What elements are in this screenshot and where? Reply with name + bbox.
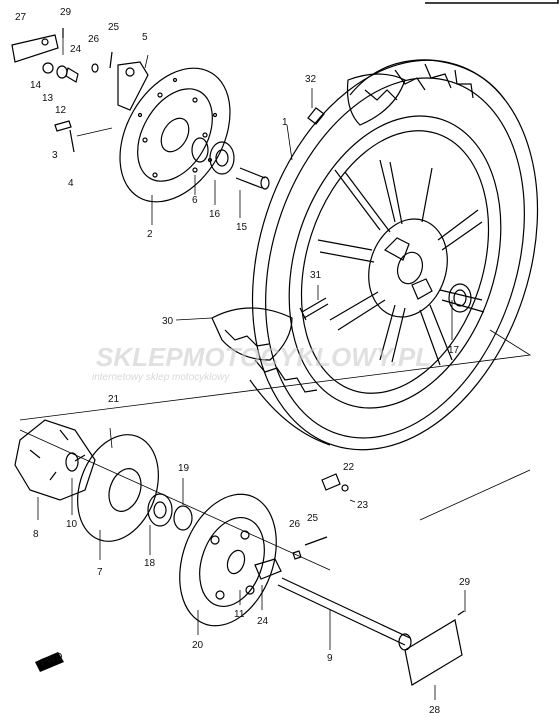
cush-drive-dampers	[14, 419, 96, 501]
rim-inner	[300, 130, 490, 394]
part-labels: 27 29 25 26 24 5 14 13 12 3 4 2 6 16 15 …	[15, 7, 471, 716]
part-label-1: 1	[282, 117, 288, 128]
part-label-18: 18	[144, 558, 156, 569]
wheel-bearing-right	[448, 283, 472, 313]
frame-corner	[425, 0, 559, 4]
bracket-plate	[11, 34, 59, 63]
rear-wheel-assembly	[211, 59, 539, 451]
part-label-13: 13	[42, 93, 54, 104]
rear-sprocket	[179, 493, 277, 627]
sprocket-carrier	[65, 434, 159, 542]
part-label-15: 15	[236, 222, 248, 233]
part-label-8: 8	[33, 529, 39, 540]
part-label-28: 28	[429, 705, 441, 716]
part-label-17: 17	[448, 345, 460, 356]
part-label-26-bottom: 26	[289, 519, 301, 530]
rear-axle	[277, 577, 412, 651]
part-label-22: 22	[343, 462, 355, 473]
part-label-25-top: 25	[108, 22, 120, 33]
part-label-9: 9	[327, 653, 333, 664]
part-label-25-bottom: 25	[307, 513, 319, 524]
chain-adjuster	[254, 473, 349, 580]
wheel-hub	[368, 218, 448, 318]
part-label-19: 19	[178, 463, 190, 474]
tire-inner	[265, 77, 525, 439]
part-label-5: 5	[142, 32, 148, 43]
part-label-2: 2	[147, 229, 153, 240]
watermark-subtext: internetowy sklep motocyklowy	[92, 372, 230, 383]
part-label-24-top: 24	[70, 44, 82, 55]
watermark-text: SKLEPMOTOCYKLOWY.PL	[96, 342, 431, 372]
axle-spacer-bearing	[191, 137, 270, 190]
adjuster-plate	[404, 610, 465, 686]
carrier-bearing	[147, 493, 193, 531]
brake-disc	[119, 67, 231, 203]
part-label-32: 32	[305, 74, 317, 85]
part-label-29-top: 29	[60, 7, 72, 18]
part-label-31: 31	[310, 270, 322, 281]
small-fasteners	[42, 28, 113, 153]
wheel-spokes	[317, 159, 483, 366]
fwd-arrow-icon: FWD	[35, 651, 64, 672]
part-label-4: 4	[68, 178, 74, 189]
part-label-6: 6	[192, 195, 198, 206]
watermark-logo: SKLEPMOTOCYKLOWY.PL internetowy sklep mo…	[92, 342, 431, 383]
caliper-bracket	[117, 61, 149, 111]
part-label-12: 12	[55, 105, 67, 116]
part-label-14: 14	[30, 80, 42, 91]
part-label-27: 27	[15, 12, 27, 23]
part-label-26-top: 26	[88, 34, 100, 45]
part-label-3: 3	[52, 150, 58, 161]
tire-cutaway	[211, 307, 293, 361]
part-label-21: 21	[108, 394, 120, 405]
leader-lines	[19, 38, 532, 700]
tire-outer	[251, 59, 539, 451]
part-label-23: 23	[357, 500, 369, 511]
part-label-10: 10	[66, 519, 78, 530]
rim-outer	[288, 115, 502, 409]
part-label-24-bottom: 24	[257, 616, 269, 627]
part-label-16: 16	[209, 209, 221, 220]
part-label-30: 30	[162, 316, 174, 327]
part-label-7: 7	[97, 567, 103, 578]
tire-valve	[307, 107, 325, 125]
part-label-29-bottom: 29	[459, 577, 471, 588]
part-label-20: 20	[192, 640, 204, 651]
valve-bolt	[299, 297, 329, 321]
part-label-11: 11	[234, 609, 245, 620]
